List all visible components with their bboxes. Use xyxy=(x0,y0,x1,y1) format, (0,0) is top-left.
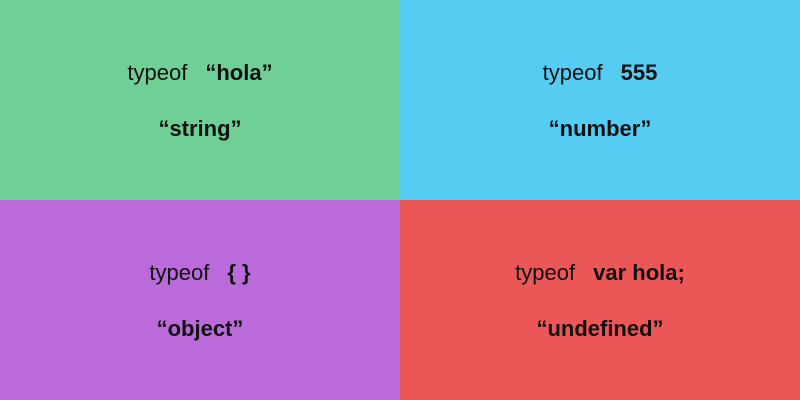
operand: 555 xyxy=(620,60,658,85)
panel-undefined: typeof var hola; “undefined” xyxy=(400,200,800,400)
typeof-keyword: typeof xyxy=(542,60,603,85)
panel-number: typeof 555 “number” xyxy=(400,0,800,200)
typeof-result: “object” xyxy=(156,316,244,341)
typeof-keyword: typeof xyxy=(149,260,210,285)
typeof-expression: typeof 555 xyxy=(400,56,800,90)
typeof-expression: typeof “hola” xyxy=(0,56,400,90)
typeof-expression: typeof { } xyxy=(0,256,400,290)
typeof-keyword: typeof xyxy=(127,60,188,85)
typeof-expression: typeof var hola; xyxy=(400,256,800,290)
typeof-result: “string” xyxy=(158,116,242,141)
operand: { } xyxy=(227,260,251,285)
operand: var hola; xyxy=(593,260,685,285)
operand: “hola” xyxy=(205,60,273,85)
typeof-result: “number” xyxy=(548,116,652,141)
panel-string: typeof “hola” “string” xyxy=(0,0,400,200)
typeof-result: “undefined” xyxy=(536,316,664,341)
panel-object: typeof { } “object” xyxy=(0,200,400,400)
typeof-keyword: typeof xyxy=(515,260,576,285)
